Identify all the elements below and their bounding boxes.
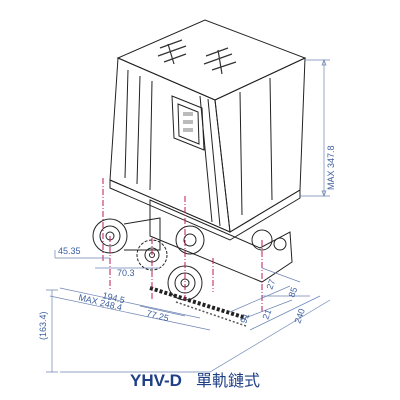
dim-45-35: 45.35 (58, 246, 81, 256)
dim-height-max: MAX 347.8 (326, 145, 336, 190)
control-panel (171, 95, 205, 151)
gearbox (149, 199, 293, 283)
dim-27: 27 (264, 278, 277, 291)
right-idler-sprocket (167, 265, 203, 301)
motor-housing (109, 19, 307, 241)
dim-163-4: (163.4) (38, 311, 48, 340)
housing-logo (157, 39, 237, 75)
caption-name: 單軌鏈式 (196, 371, 260, 390)
caption-model: YHV-D (130, 371, 182, 390)
dim-85: 85 (286, 286, 299, 299)
drive-chain-return (175, 301, 247, 327)
drive-chain (149, 286, 247, 320)
dimension-lines (46, 59, 331, 373)
dim-70-3: 70.3 (117, 268, 135, 278)
dim-91: 91 (238, 312, 251, 325)
dim-21: 21 (260, 308, 273, 321)
dim-240: 240 (292, 307, 307, 325)
center-lines (102, 178, 263, 312)
